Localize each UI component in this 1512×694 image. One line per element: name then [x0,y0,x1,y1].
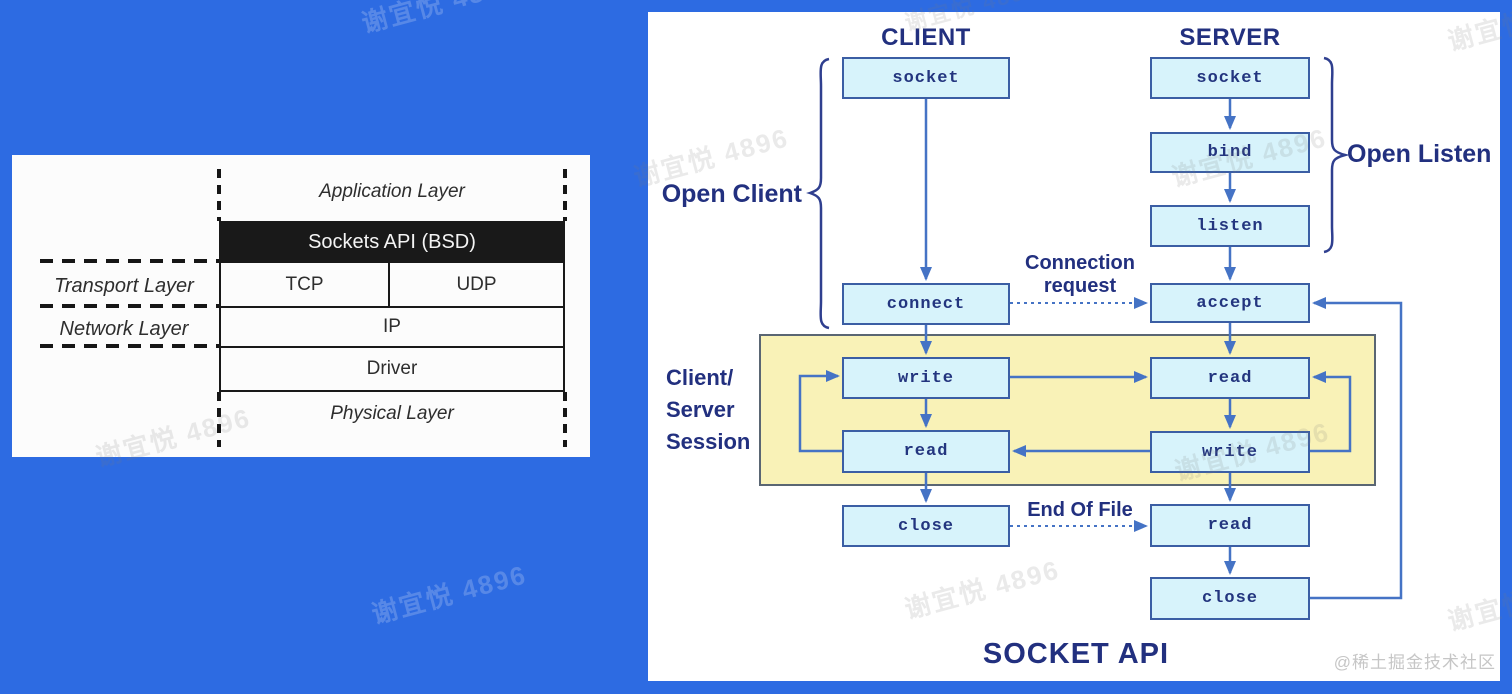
end-of-file-label: End Of File [1027,499,1133,521]
server-bind-box: bind [1150,132,1310,173]
server-read-session-box: read [1150,357,1310,399]
client-close-box: close [842,505,1010,547]
dashed-line-bottom-left [217,392,221,447]
session-label-line3: Session [666,429,751,454]
transport-row: TCP UDP [219,261,565,308]
socket-flow-panel: CLIENT SERVER [648,12,1500,681]
socket-api-title: SOCKET API [982,638,1170,670]
sockets-api-bar: Sockets API (BSD) [219,221,565,263]
transport-layer-label: Transport Layer [54,275,194,297]
watermark: 谢宜悦 4896 [368,559,530,630]
server-accept-box: accept [1150,283,1310,323]
client-socket-box: socket [842,57,1010,99]
application-layer-label: Application Layer [319,181,465,202]
tcp-cell: TCP [221,263,390,306]
server-close-box: close [1150,577,1310,620]
open-client-brace [806,57,830,330]
open-listen-brace [1323,56,1350,254]
brand-badge: @稀土掘金技术社区 [1333,653,1496,672]
layers-diagram-panel: Application Layer Sockets API (BSD) TCP … [12,155,590,457]
client-column-title: CLIENT [881,24,971,51]
server-read-eof-box: read [1150,504,1310,547]
dashed-line-top-right [563,169,567,221]
connection-request-line1: Connection [1025,252,1135,274]
network-row: IP [219,306,565,348]
ip-cell: IP [383,316,401,337]
dashed-line-network-bottom [40,344,219,348]
session-label-line2: Server [666,397,735,422]
client-connect-box: connect [842,283,1010,325]
server-socket-box: socket [1150,57,1310,99]
session-label-line1: Client/ [666,365,734,390]
client-write-box: write [842,357,1010,399]
session-label: Client/ Server Session [666,362,750,458]
dashed-line-transport-bottom [40,304,219,308]
dashed-line-bottom-right [563,392,567,447]
server-column-title: SERVER [1179,24,1281,51]
open-client-label: Open Client [661,180,802,208]
network-layer-label: Network Layer [59,318,189,340]
sockets-api-label: Sockets API (BSD) [308,230,476,253]
physical-layer-label: Physical Layer [330,403,454,424]
open-listen-label: Open Listen [1347,140,1492,168]
driver-row: Driver [219,346,565,392]
server-write-box: write [1150,431,1310,473]
connection-request-label: Connection request [1008,252,1152,298]
udp-cell: UDP [456,273,497,295]
watermark: 谢宜悦 4896 [358,0,520,39]
driver-cell: Driver [366,358,418,379]
client-read-box: read [842,430,1010,473]
server-listen-box: listen [1150,205,1310,247]
connection-request-line2: request [1043,275,1117,297]
dashed-line-transport-top [40,259,219,263]
dashed-line-top-left [217,169,221,221]
